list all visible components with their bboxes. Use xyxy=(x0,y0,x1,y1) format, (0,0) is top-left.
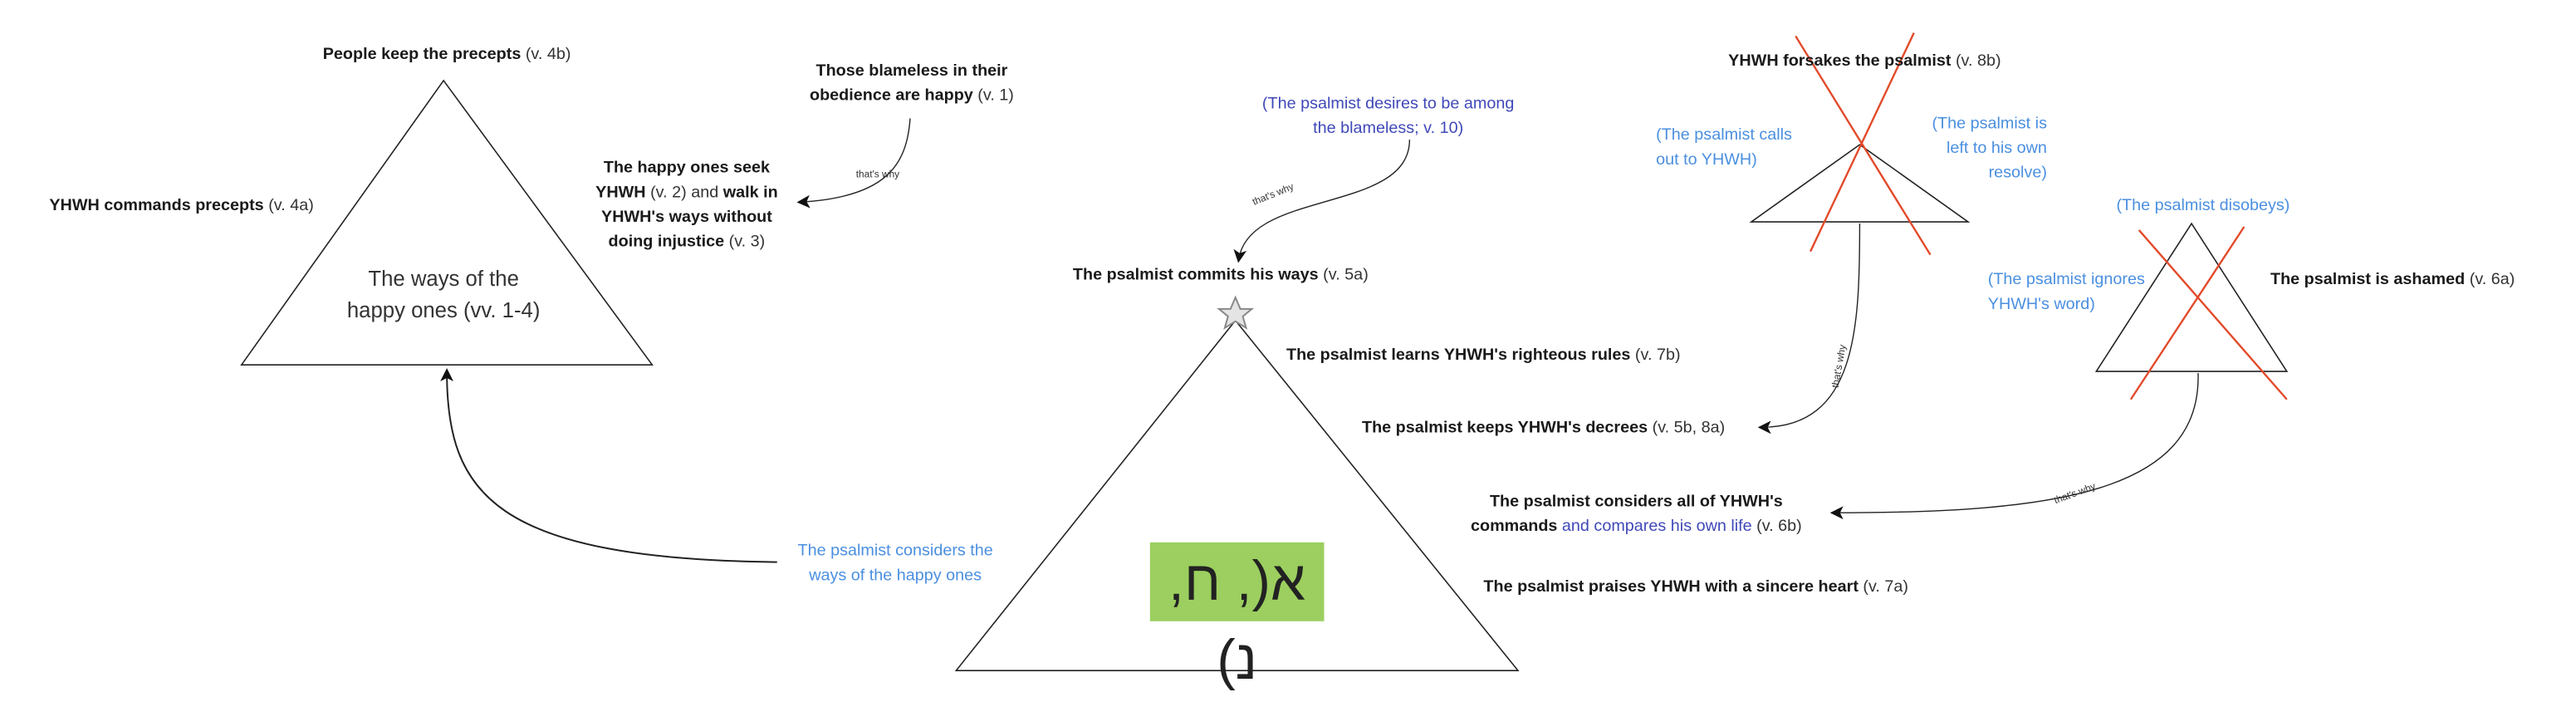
happy-ones-triangle[interactable] xyxy=(240,79,654,366)
psalmist-left-to-resolve: (The psalmist is left to his own resolve… xyxy=(1906,112,2047,186)
verse-ref: (v. 6b) xyxy=(1756,518,1802,536)
psalmist-learns: The psalmist learns YHWH's righteous rul… xyxy=(1286,343,1681,368)
verse-ref: (v. 2) and xyxy=(650,184,719,203)
bold-text: doing injustice xyxy=(608,233,725,252)
psalmist-considers-happy-ones: The psalmist considers the ways of the h… xyxy=(772,539,1019,588)
verse-ref: (v. 5a) xyxy=(1323,266,1369,285)
verse-ref: (v. 6a) xyxy=(2469,271,2515,290)
happy-ones-label: The ways of the happy ones (vv. 1-4) xyxy=(321,263,567,326)
connector-label: that's why xyxy=(855,170,900,181)
ashamed-triangle[interactable] xyxy=(2094,222,2289,372)
verse-ref: (v. 7b) xyxy=(1634,346,1681,366)
label-line: (The psalmist desires to be among xyxy=(1261,95,1515,114)
psalmist-praises: The psalmist praises YHWH with a sincere… xyxy=(1483,575,1908,600)
connector-blameless-to-seek[interactable] xyxy=(796,118,911,209)
happy-ones-seek: The happy ones seek YHWH (v. 2) and walk… xyxy=(580,156,793,255)
verse-ref: (v. 1) xyxy=(977,86,1014,106)
bold-text: YHWH xyxy=(595,184,646,203)
hebrew-letters-box: א(, ח, נ) xyxy=(1149,542,1325,692)
yhwh-forsakes: YHWH forsakes the psalmist (v. 8b) xyxy=(1708,49,2020,74)
people-keep-precepts: People keep the precepts (v. 4b) xyxy=(282,42,611,67)
verse-ref: (v. 8b) xyxy=(1955,52,2001,71)
cross-out-forsaken xyxy=(1795,32,1932,256)
label-line: YHWH's word) xyxy=(1987,296,2095,314)
verse-ref: (v. 5b, 8a) xyxy=(1652,419,1726,438)
blue-text: and compares his own life xyxy=(1561,518,1752,536)
psalmist-ashamed: The psalmist is ashamed (v. 6a) xyxy=(2270,268,2515,292)
label-line: The ways of the xyxy=(368,266,519,292)
verse-ref: (v. 3) xyxy=(728,233,766,252)
connector-desire-to-commits[interactable] xyxy=(1233,140,1411,263)
psalmist-ignores-word: (The psalmist ignores YHWH's word) xyxy=(1988,268,2145,317)
psalmist-disobeys: (The psalmist disobeys) xyxy=(2116,197,2290,216)
bold-text: The psalmist praises YHWH with a sincere… xyxy=(1483,578,1859,597)
connector-forsaken-to-keeps[interactable] xyxy=(1757,223,1861,434)
label-line: (The psalmist calls xyxy=(1656,126,1792,145)
label-line: happy ones (vv. 1-4) xyxy=(346,297,541,322)
blameless-happy: Those blameless in their obedience are h… xyxy=(789,59,1036,108)
bold-text: The psalmist is ashamed xyxy=(2270,271,2466,290)
psalmist-triangle[interactable] xyxy=(954,319,1520,671)
verse-ref: (v. 4b) xyxy=(525,46,571,65)
psalmist-desires: (The psalmist desires to be among the bl… xyxy=(1249,92,1528,141)
bold-text: walk in xyxy=(722,184,778,203)
label-line: resolve) xyxy=(1988,164,2047,183)
bold-text: The happy ones seek xyxy=(603,159,770,178)
bold-text: Those blameless in their xyxy=(815,62,1008,81)
bold-text: obedience are happy xyxy=(809,86,973,106)
verse-ref: (v. 4a) xyxy=(268,197,314,216)
label-line: The psalmist considers the xyxy=(797,542,993,561)
psalmist-calls-out: (The psalmist calls out to YHWH) xyxy=(1656,123,1792,172)
connector-considers-to-happy-ones[interactable] xyxy=(440,368,777,563)
connector-ashamed-to-considers[interactable] xyxy=(1829,373,2199,520)
bold-text: commands xyxy=(1470,518,1558,536)
yhwh-commands-precepts: YHWH commands precepts (v. 4a) xyxy=(49,194,313,218)
bold-text: YHWH commands precepts xyxy=(49,197,264,216)
bold-text: People keep the precepts xyxy=(322,46,522,65)
label-line: (The psalmist is xyxy=(1932,115,2047,134)
label-line: left to his own xyxy=(1946,140,2047,158)
bold-text: The psalmist learns YHWH's righteous rul… xyxy=(1286,346,1631,366)
psalmist-considers-commands: The psalmist considers all of YHWH's com… xyxy=(1446,490,1827,539)
verse-ref: (v. 7a) xyxy=(1863,578,1909,597)
cross-out-ashamed xyxy=(2129,226,2288,400)
bold-text: YHWH forsakes the psalmist xyxy=(1728,52,1952,71)
label-line: (The psalmist ignores xyxy=(1987,271,2145,290)
label-line: the blameless; v. 10) xyxy=(1313,120,1464,139)
bold-text: The psalmist considers all of YHWH's xyxy=(1489,493,1783,512)
psalmist-keeps: The psalmist keeps YHWH's decrees (v. 5b… xyxy=(1362,416,1725,441)
bold-text: The psalmist commits his ways xyxy=(1072,266,1319,285)
star-icon xyxy=(1217,295,1255,330)
label-line: out to YHWH) xyxy=(1656,151,1757,169)
psalmist-commits: The psalmist commits his ways (v. 5a) xyxy=(1051,263,1390,288)
bold-text: The psalmist keeps YHWH's decrees xyxy=(1362,419,1648,438)
label-line: ways of the happy ones xyxy=(809,567,982,586)
bold-text: YHWH's ways without xyxy=(600,209,772,228)
forsaken-triangle[interactable] xyxy=(1749,144,1971,223)
